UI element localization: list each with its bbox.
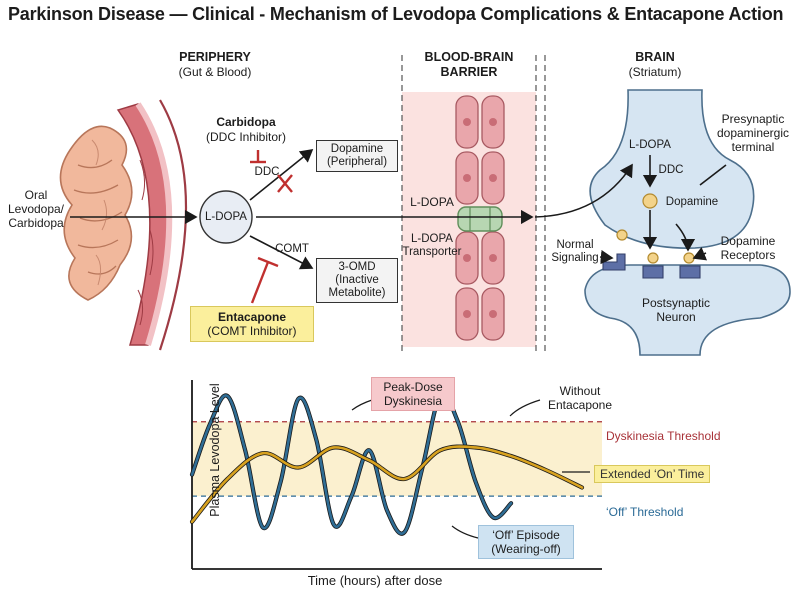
oral-label-2: Levodopa/: [7, 202, 65, 216]
omd-box: 3-OMD (Inactive Metabolite): [316, 258, 398, 303]
dopamine-box-line-1: Dopamine: [330, 143, 384, 155]
brain-ldopa-label: L-DOPA: [629, 139, 671, 151]
normal-label-2: Signaling: [551, 252, 599, 264]
presyn-label-1: Presynaptic: [721, 112, 785, 126]
entacapone-box: Entacapone (COMT Inhibitor): [190, 306, 314, 342]
normal-label-1: Normal: [556, 239, 594, 251]
brain-dopamine-label: Dopamine: [665, 196, 719, 208]
postsynaptic-neuron: [584, 264, 791, 356]
receptors-label-1: Dopamine: [720, 234, 776, 248]
bbb-band: [401, 55, 537, 352]
periphery-subheading: (Gut & Blood): [178, 65, 252, 79]
off-episode-line-1: ‘Off’ Episode: [492, 528, 560, 542]
normal-signaling-receptor: [602, 253, 626, 271]
oral-label-1: Oral: [24, 188, 48, 202]
flow-arrows: [70, 148, 727, 270]
transporter-label-1: L-DOPA: [411, 233, 453, 245]
brain-subheading: (Striatum): [628, 65, 682, 79]
postsyn-label-1: Postsynaptic: [641, 296, 711, 310]
carbidopa-name: Carbidopa: [216, 115, 276, 129]
ldopa-transporter: [457, 206, 503, 232]
presyn-label-2: dopaminergic: [716, 126, 790, 140]
peak-dose-callout: Peak-Dose Dyskinesia: [371, 377, 455, 411]
ldopa-node-label: L-DOPA: [205, 211, 247, 223]
ddc-label: DDC: [254, 166, 280, 178]
with-entacapone-line: [190, 445, 584, 524]
without-entacapone-line: [190, 393, 513, 535]
blood-vessel-wall: [116, 99, 188, 351]
off-episode-leader: [451, 525, 479, 539]
peak-dose-line-1: Peak-Dose: [383, 380, 443, 394]
dyskinesia-threshold-label: Dyskinesia Threshold: [606, 429, 721, 443]
without-label-2: Entacapone: [547, 398, 613, 412]
page-title: Parkinson Disease — Clinical - Mechanism…: [8, 4, 784, 24]
peak-dose-line-2: Dyskinesia: [383, 394, 443, 408]
presyn-label-3: terminal: [731, 140, 775, 154]
bbb-ldopa-label: L-DOPA: [410, 195, 454, 209]
dopamine-vesicle: [642, 193, 658, 209]
comt-label: COMT: [275, 243, 309, 255]
entacapone-role: (COMT Inhibitor): [207, 324, 297, 338]
peak-dose-leader: [351, 399, 373, 411]
dopamine-peripheral-box: Dopamine (Peripheral): [316, 140, 398, 172]
ldopa-node-circle: [199, 190, 253, 244]
brain-region: [544, 55, 791, 356]
entacapone-name: Entacapone: [217, 310, 286, 324]
brain-heading: BRAIN: [635, 50, 675, 64]
omd-box-line-3: Metabolite): [328, 287, 386, 299]
bbb-heading-1: BLOOD-BRAIN: [424, 50, 514, 64]
off-threshold-label: ‘Off’ Threshold: [606, 505, 684, 519]
chart-xlabel: Time (hours) after dose: [307, 573, 443, 588]
off-episode-line-2: (Wearing-off): [491, 542, 561, 556]
without-leader: [509, 399, 541, 417]
levodopa-chart: [189, 380, 602, 570]
intestine-illustration: [59, 125, 133, 301]
receptors-label-2: Receptors: [720, 248, 776, 262]
extended-on-time-label: Extended ‘On’ Time: [594, 465, 711, 483]
omd-box-line-1: 3-OMD: [338, 261, 376, 273]
inhibition-marks: [250, 150, 293, 304]
transporter-label-2: Transporter: [402, 246, 462, 258]
bbb-heading-2: BARRIER: [440, 65, 498, 79]
periphery-heading: PERIPHERY: [179, 50, 251, 64]
off-episode-callout: ‘Off’ Episode (Wearing-off): [478, 525, 574, 559]
omd-box-line-2: (Inactive: [335, 274, 379, 286]
chart-ylabel: Plasma Levodopa Level: [208, 383, 222, 517]
brain-ddc-label: DDC: [658, 164, 684, 176]
therapeutic-window-band: [192, 421, 602, 497]
postsyn-label-2: Neuron: [656, 310, 696, 324]
oral-label-3: Carbidopa: [8, 216, 64, 230]
carbidopa-role: (DDC Inhibitor): [205, 130, 286, 144]
without-label-1: Without: [559, 384, 601, 398]
dopamine-box-line-2: (Peripheral): [326, 156, 388, 168]
